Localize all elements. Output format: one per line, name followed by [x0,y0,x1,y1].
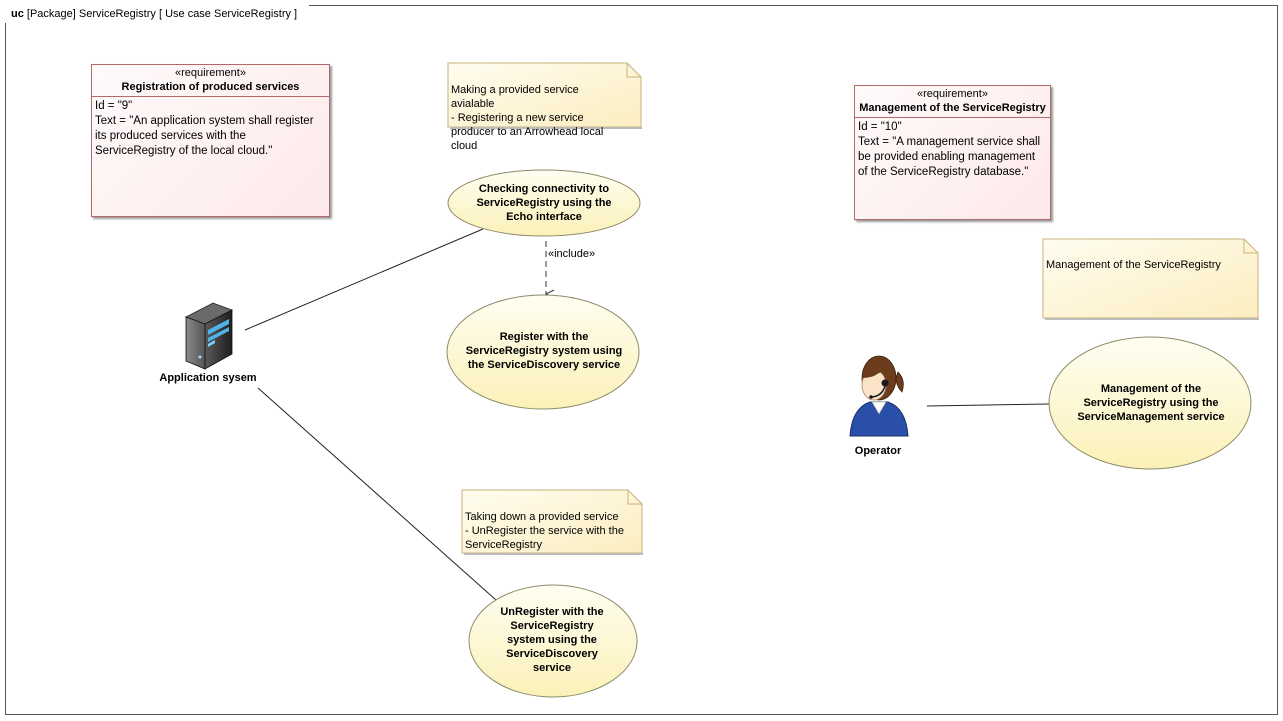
note-management-text: Management of the ServiceRegistry [1046,259,1221,271]
use-case-echo-shape[interactable] [447,169,641,237]
requirement-stereotype: «requirement» [175,67,246,79]
frame-kind: uc [11,8,24,20]
requirement-id: Id = "10" [858,121,902,133]
requirement-text: Text = "A management service shall be pr… [858,136,1041,178]
assoc-app-echo[interactable] [244,228,484,331]
requirement-id: Id = "9" [95,100,133,112]
note-taking-down-text: Taking down a provided service - UnRegis… [465,511,624,551]
requirement-name: Registration of produced services [121,81,300,93]
requirement-stereotype: «requirement» [917,88,988,100]
operator-headset-icon[interactable] [849,355,909,437]
assoc-app-unregister[interactable] [257,387,497,601]
requirement-text: Text = "An application system shall regi… [95,115,314,157]
note-taking-down[interactable] [461,489,643,555]
requirement-name: Management of the ServiceRegistry [859,102,1046,114]
use-case-unregister-shape[interactable] [468,584,638,698]
frame-tab: uc [Package] ServiceRegistry [ Use case … [5,5,310,23]
assoc-operator-management[interactable] [926,403,1051,407]
actor-application-system-label: Application sysem [159,372,257,384]
requirement-header: «requirement» Registration of produced s… [92,65,329,97]
requirement-body: Id = "10" Text = "A management service s… [855,118,1050,182]
use-case-unregister-label: UnRegister with the ServiceRegistry syst… [500,606,604,674]
use-case-management-label: Management of the ServiceRegistry using … [1077,383,1225,423]
include-label: «include» [548,248,596,260]
server-tower-icon[interactable] [185,302,233,370]
requirement-registration[interactable]: «requirement» Registration of produced s… [91,64,330,217]
frame-title: [Package] ServiceRegistry [ Use case Ser… [26,8,298,20]
use-case-echo-label: Checking connectivity to ServiceRegistry… [476,183,612,223]
actor-operator-label: Operator [854,445,902,457]
diagram-frame [5,5,1278,715]
use-case-register-shape[interactable] [446,294,640,410]
note-management[interactable] [1042,238,1259,320]
use-case-management-shape[interactable] [1048,336,1252,470]
requirement-management[interactable]: «requirement» Management of the ServiceR… [854,85,1051,220]
use-case-register-label: Register with the ServiceRegistry system… [465,331,623,371]
requirement-body: Id = "9" Text = "An application system s… [92,97,329,161]
requirement-header: «requirement» Management of the ServiceR… [855,86,1050,118]
note-making-available[interactable] [447,62,642,129]
note-making-available-text: Making a provided service avialable - Re… [451,84,604,152]
